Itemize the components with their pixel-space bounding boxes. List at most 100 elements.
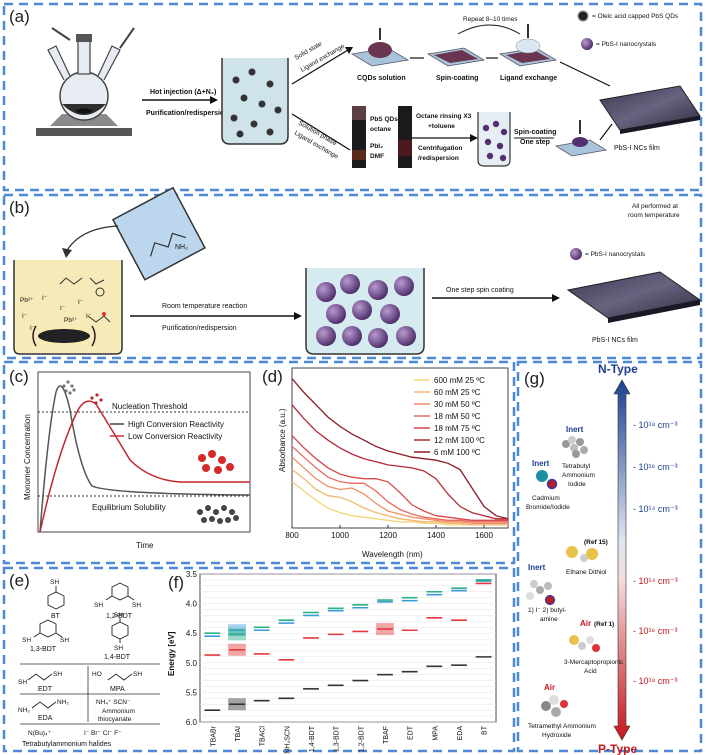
bdt13-sh1: SH [22, 637, 31, 644]
ammonium-label-1: Ammonium [102, 708, 135, 715]
rinse-line3: Centrifugation [418, 145, 462, 152]
d-series-line-6 [291, 378, 509, 520]
one-step-spin: One step spin coating [446, 287, 514, 294]
f-ytick-label-2: 4.5 [186, 629, 198, 638]
panel-g-label: (g) [524, 369, 545, 388]
note-line1: All performed at [632, 203, 678, 210]
cd-1: Cadmium [532, 495, 560, 502]
d-xtick-label-1: 1000 [331, 531, 349, 540]
eda-nh2-2: NH₂ [57, 699, 69, 706]
pbsi-beaker [477, 112, 511, 167]
nbu-label: N(Bu)₄⁺ [28, 730, 52, 737]
bdt13-label: 1,3-BDT [30, 646, 57, 653]
f-grid [200, 573, 496, 723]
nuclei-dots [62, 380, 239, 524]
tbai-3: Iodide [568, 481, 586, 488]
panel-b-label: (b) [9, 198, 30, 217]
f-ylabel: Energy [eV] [167, 631, 176, 676]
f-xtick-label-11: BT [482, 725, 489, 735]
d-legend-label-3: 18 mM 50 ºC [434, 412, 481, 421]
bt-label: BT [51, 613, 61, 620]
scale-n14: - 10¹⁴ cm⁻³ [633, 504, 678, 514]
rinse-line2: +toluene [428, 123, 455, 130]
tmah-2: Hydroxide [542, 732, 572, 739]
scale-p14: - 10¹⁴ cm⁻³ [633, 576, 678, 586]
halides-label: I⁻ Br⁻ Cl⁻ F⁻ [84, 730, 122, 737]
panel-a: (a) Hot injection (Δ+N₂) Purification/re… [9, 7, 701, 168]
vial1-line1: PbS QDs [370, 116, 398, 123]
tbai-2: Ammonium [562, 472, 595, 479]
butyl-2: amine [540, 616, 558, 623]
iodide-5: I⁻ [30, 325, 36, 332]
nh4-scn: NH₄⁺ SCN⁻ [96, 699, 131, 706]
three-neck-flask [36, 27, 135, 136]
scale-p18: - 10¹⁸ cm⁻³ [633, 676, 678, 686]
rinse-line1: Octane rinsing X3 [416, 113, 472, 120]
eda-nh2-1: NH₂ [18, 707, 30, 714]
vial1-line3: PbI₂ [370, 143, 383, 150]
film-label-b: PbS-I NCs film [592, 337, 638, 344]
halide-atom [546, 478, 558, 490]
legend-b: = PbS-I nanocrystals [585, 251, 646, 258]
ref15: (Ref 15) [584, 539, 608, 546]
ammonium-label-2: thiocyanate [98, 716, 132, 723]
iodide-4: I⁻ [78, 299, 84, 306]
bdt12-sh1: SH [94, 602, 103, 609]
p-type-label: P-Type [598, 742, 637, 755]
f-xtick-label-5: 1,3-BDT [334, 725, 341, 752]
f-marks [204, 579, 492, 711]
mpa-label: MPA [110, 686, 125, 693]
d-xtick-label-4: 1600 [475, 531, 493, 540]
rinse-line4: /redispersion [418, 155, 459, 162]
panel-f-label: (f) [168, 573, 184, 592]
f-plot-area [199, 573, 497, 723]
d-legend-label-0: 600 mM 25 ºC [434, 376, 485, 385]
bdt14-sh2: SH [114, 645, 123, 652]
bdt13-sh2: SH [60, 637, 69, 644]
nc-beaker [305, 268, 425, 355]
inert-1: Inert [566, 425, 584, 434]
panel-a-label: (a) [9, 7, 30, 26]
d-series-line-1 [291, 468, 508, 526]
scale-n16: - 10¹⁶ cm⁻³ [633, 462, 677, 472]
f-xtick-label-9: MPA [432, 726, 439, 741]
n-type-label: N-Type [598, 362, 638, 376]
f-xtick-label-4: 1,4-BDT [309, 725, 316, 752]
upper-substrates [350, 24, 558, 67]
f-ytick-label-3: 5.0 [186, 659, 198, 668]
vial-2 [398, 106, 412, 168]
f-xtick-label-10: EDA [457, 726, 464, 741]
pb-label-1: Pb²⁺ [20, 297, 34, 304]
edt-sh1: SH [18, 679, 27, 686]
amine-label: NH₂ [175, 244, 188, 251]
d-legend-label-6: 6 mM 100 ºC [434, 448, 481, 457]
ligand-exchange-label: Ligand exchange [500, 75, 557, 82]
f-xtick-label-3: NH₄SCN [284, 726, 291, 754]
inert-2: Inert [532, 459, 550, 468]
cqds-solution-label: CQDs solution [357, 75, 406, 82]
d-xtick-label-2: 1200 [379, 531, 397, 540]
iodide-1: I⁻ [22, 313, 28, 320]
film-label-a: PbS-I NCs film [614, 145, 660, 152]
spin-one-line2: One step [520, 139, 550, 146]
f-y-ticks: 3.54.04.55.05.56.0 [186, 570, 198, 727]
legend-low: Low Conversion Reactivity [128, 432, 222, 441]
bdt12-structure [105, 582, 135, 601]
tba-halides-label: Tetrabutylammonium halides [22, 741, 112, 748]
mpa-sh: SH [133, 671, 142, 678]
bdt12-label: 1,2-BDT [106, 613, 133, 620]
f-ytick-label-0: 3.5 [186, 570, 198, 579]
cd-2: Bromide/Iodide [526, 504, 570, 511]
bdt14-label: 1,4-BDT [104, 654, 131, 661]
air-2: Air [544, 683, 555, 692]
d-legend-label-4: 18 mM 75 ºC [434, 424, 481, 433]
c-ylabel: Monomer Concentration [23, 414, 32, 500]
tbai-1: Tetrabutyl [562, 463, 591, 470]
d-series-line-4 [291, 435, 508, 521]
d-series-line-5 [291, 404, 508, 520]
butyl-1: 1) I⁻ 2) butyl- [528, 607, 566, 614]
legend-pbsi: = PbS-I nanocrystals [596, 41, 657, 48]
mpa-g-2: Acid [584, 668, 597, 675]
